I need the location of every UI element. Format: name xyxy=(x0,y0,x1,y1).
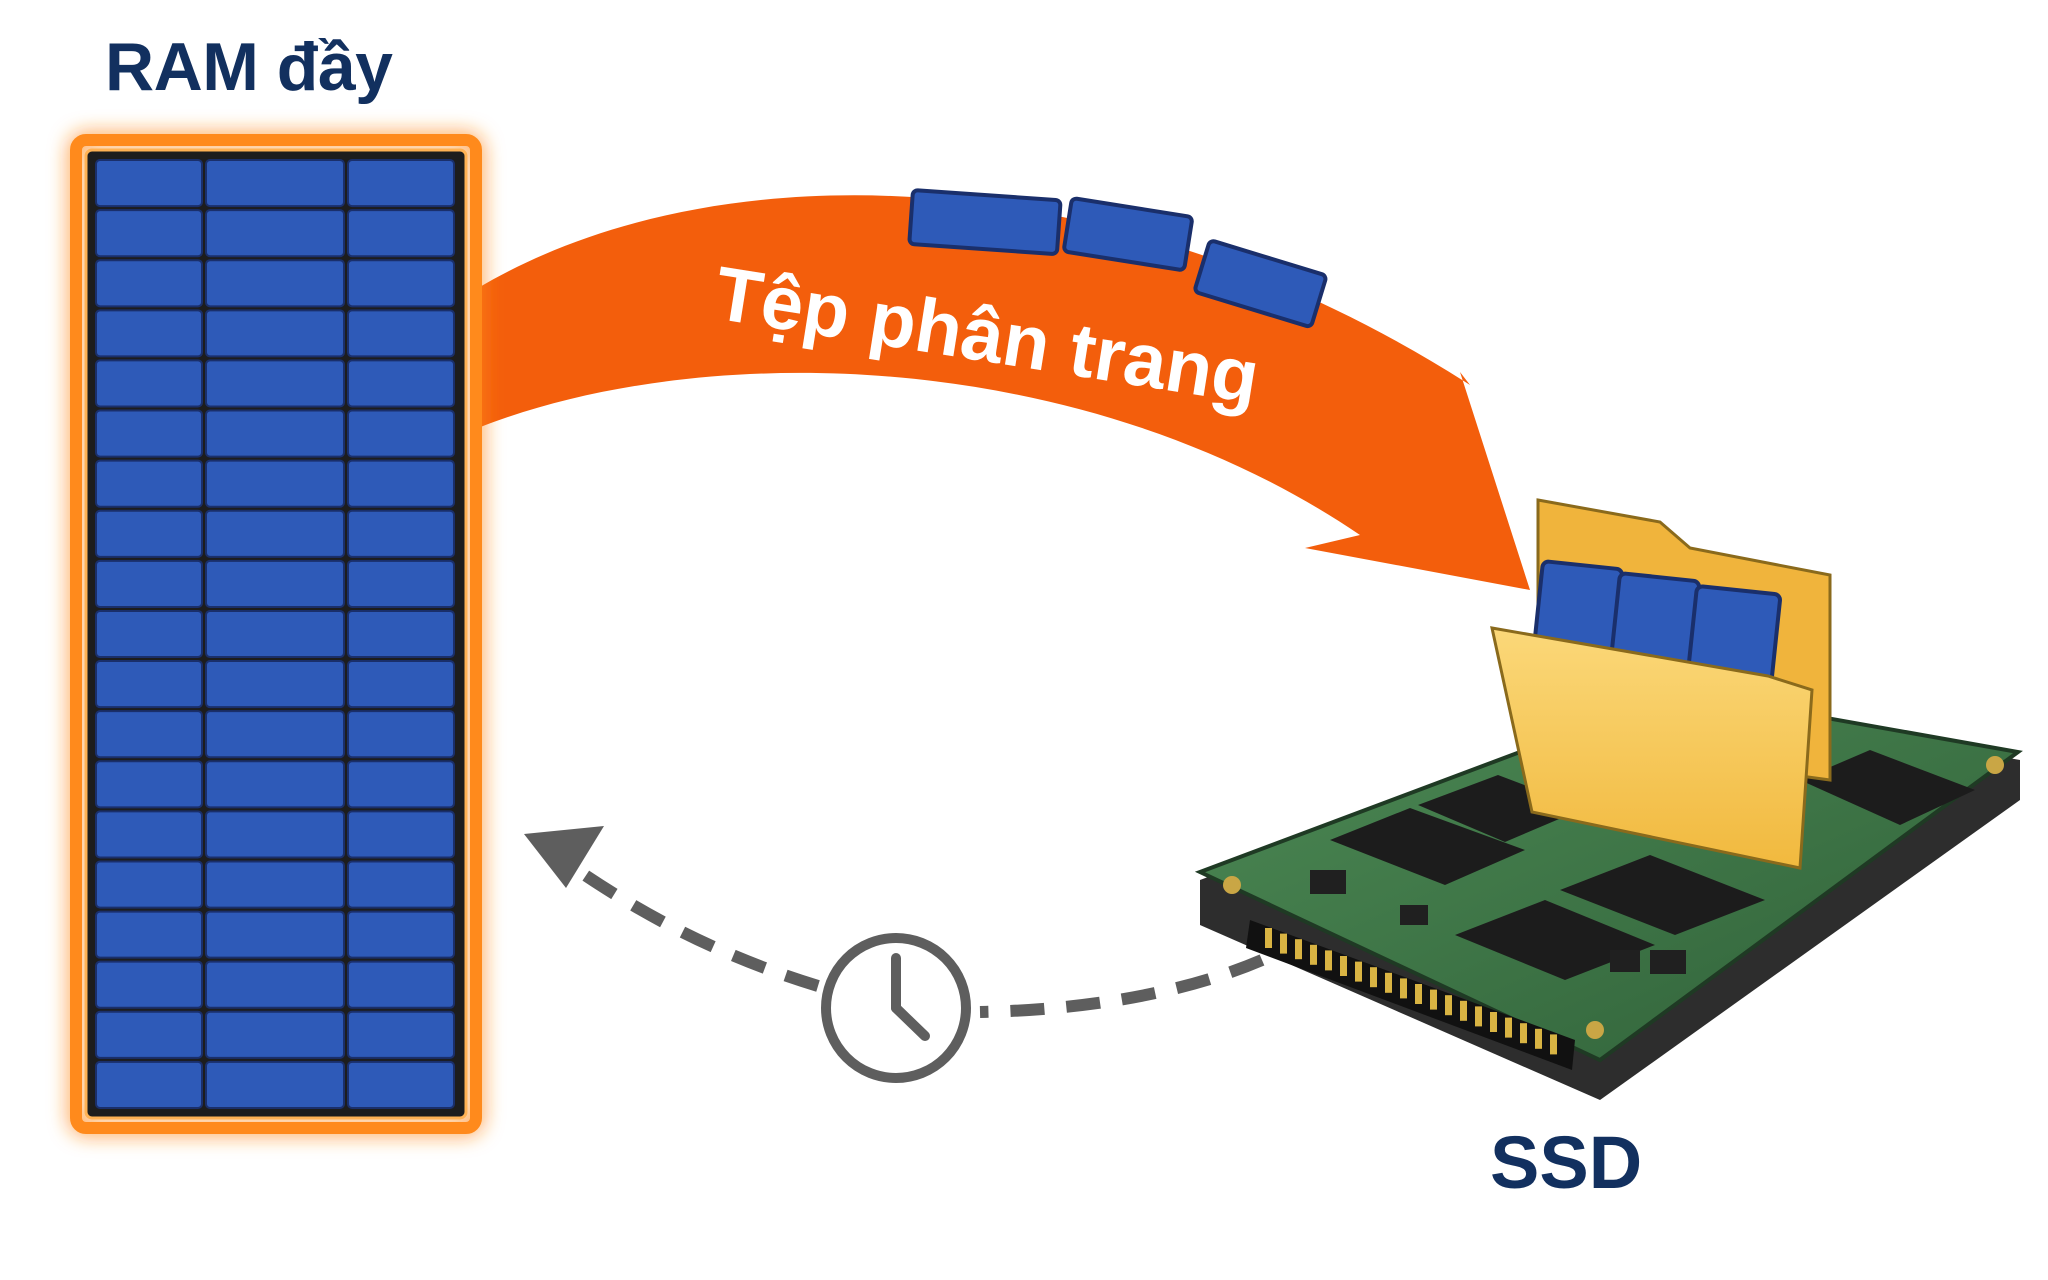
ram-block xyxy=(95,409,203,458)
sata-pin xyxy=(1475,1006,1482,1027)
sata-connector xyxy=(1246,920,1575,1070)
ram-block xyxy=(205,509,345,558)
ram-block xyxy=(95,960,203,1009)
moving-block xyxy=(1193,239,1328,329)
ram-block xyxy=(205,609,345,659)
ssd-label: SSD xyxy=(1490,1121,1643,1204)
folder-icon xyxy=(1490,498,1832,870)
ram-block xyxy=(95,609,203,659)
clock-icon xyxy=(821,933,971,1083)
ram-block xyxy=(205,960,345,1009)
ram-block xyxy=(205,159,345,208)
ram-block xyxy=(347,159,455,208)
moving-page-blocks xyxy=(907,188,1328,329)
sata-pin xyxy=(1550,1034,1557,1055)
sata-pin xyxy=(1370,967,1377,988)
moving-block xyxy=(907,188,1063,256)
ram-block xyxy=(205,760,345,809)
return-path xyxy=(524,826,1265,1083)
ram-block xyxy=(95,559,203,608)
ram-block xyxy=(347,559,455,608)
ram-block xyxy=(95,1010,203,1059)
ram-block xyxy=(95,309,203,358)
ram-block xyxy=(347,810,455,859)
ram-block xyxy=(347,860,455,909)
ram-block xyxy=(347,209,455,258)
ram-block xyxy=(205,409,345,458)
ram-block xyxy=(95,359,203,408)
ssd-drive xyxy=(1194,689,2023,1100)
sata-pin xyxy=(1460,1000,1467,1021)
ram-block xyxy=(205,209,345,258)
ram-block xyxy=(205,910,345,959)
ram-block xyxy=(347,710,455,759)
ram-block xyxy=(347,660,455,709)
ram-block xyxy=(205,1010,345,1059)
ram-block xyxy=(95,209,203,258)
ram-block xyxy=(347,359,455,408)
ram-block xyxy=(205,259,345,308)
return-arrowhead xyxy=(524,826,604,888)
sata-pin xyxy=(1310,944,1317,965)
ram-block xyxy=(205,459,345,508)
sata-pin xyxy=(1520,1023,1527,1044)
ram-block xyxy=(205,559,345,608)
sata-pin xyxy=(1340,956,1347,976)
ram-block xyxy=(205,710,345,759)
ram-block xyxy=(95,660,203,709)
ram-block xyxy=(347,409,455,458)
ram-block xyxy=(205,860,345,909)
ram-block xyxy=(95,710,203,759)
page-file-arrow xyxy=(478,195,1530,590)
sata-pin xyxy=(1400,978,1407,999)
ram-block xyxy=(95,810,203,859)
sata-pin xyxy=(1295,939,1302,960)
ram-block xyxy=(95,860,203,909)
ram-block xyxy=(95,1060,203,1110)
sata-pin xyxy=(1490,1012,1497,1032)
moving-block xyxy=(1062,196,1194,272)
ram-block xyxy=(347,609,455,659)
ram-block xyxy=(95,910,203,959)
ram-block xyxy=(347,1010,455,1059)
sata-pin xyxy=(1505,1017,1512,1038)
ram-block xyxy=(347,1060,455,1110)
ram-block xyxy=(347,509,455,558)
ram-block xyxy=(205,660,345,709)
sata-pin xyxy=(1355,961,1362,982)
ram-block xyxy=(95,159,203,208)
ram-block xyxy=(347,910,455,959)
ram-block xyxy=(347,960,455,1009)
sata-pin xyxy=(1445,995,1452,1016)
ram-block-grid xyxy=(95,159,455,1110)
sata-pin xyxy=(1430,989,1437,1010)
ram-block xyxy=(205,1060,345,1110)
sata-pin xyxy=(1280,933,1287,954)
ram-module xyxy=(70,134,482,1134)
ram-block xyxy=(205,309,345,358)
ram-block xyxy=(347,459,455,508)
ram-block xyxy=(95,259,203,308)
ram-block xyxy=(95,509,203,558)
sata-pin xyxy=(1325,950,1332,971)
ram-block xyxy=(347,760,455,809)
ram-label: RAM đầy xyxy=(105,29,393,105)
ram-block xyxy=(205,359,345,408)
ram-block xyxy=(347,309,455,358)
ram-block xyxy=(95,760,203,809)
sata-pin xyxy=(1265,928,1272,948)
sata-pin xyxy=(1385,972,1392,993)
sata-pin xyxy=(1535,1028,1542,1049)
sata-pin xyxy=(1415,984,1422,1004)
ram-block xyxy=(347,259,455,308)
ram-block xyxy=(95,459,203,508)
ram-block xyxy=(205,810,345,859)
